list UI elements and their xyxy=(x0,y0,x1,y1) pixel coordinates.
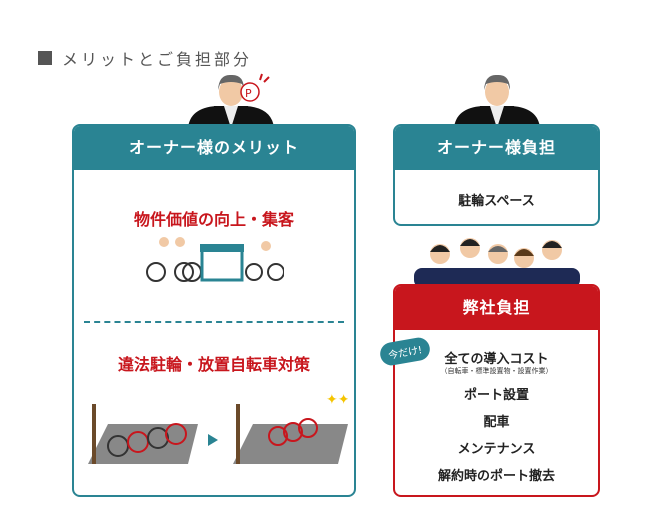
bicycles-shop-illustration xyxy=(146,237,284,282)
burden-item: メンテナンス xyxy=(457,442,536,457)
divider xyxy=(84,321,344,323)
merit-property-value: 物件価値の向上・集客 xyxy=(133,210,294,229)
svg-text:✦✦: ✦✦ xyxy=(326,392,348,408)
owner-avatar-2 xyxy=(454,74,540,128)
burden-item: 配車 xyxy=(483,415,510,430)
owner-avatar xyxy=(188,74,274,128)
staff-group-illustration xyxy=(414,238,580,288)
merit-illegal-parking: 違法駐輪・放置自転車対策 xyxy=(117,355,310,374)
company-burden-panel: 弊社負担 全ての導入コスト （自転車・標準設置物・設置作業） ポート設置 配車 … xyxy=(393,284,600,497)
burden-note: （自転車・標準設置物・設置作業） xyxy=(440,367,553,375)
section-title: メリットとご負担部分 xyxy=(38,46,252,70)
owner-merit-panel: オーナー様のメリット 物件価値の向上・集客 違法駐輪・放置自転車対策 ✦✦ xyxy=(72,124,356,497)
owner-burden-header: オーナー様負担 xyxy=(395,126,598,170)
parking-space-item: 駐輪スペース xyxy=(458,194,535,209)
parking-icon: P xyxy=(240,73,270,102)
owner-burden-panel: オーナー様負担 駐輪スペース xyxy=(393,124,600,226)
svg-text:P: P xyxy=(245,87,252,100)
burden-item: 解約時のポート撤去 xyxy=(437,469,555,484)
parking-before-after-illustration: ✦✦ xyxy=(88,392,348,464)
burden-item: 全ての導入コスト xyxy=(444,352,549,367)
square-bullet-icon xyxy=(38,51,52,65)
burden-item: ポート設置 xyxy=(463,388,529,403)
company-burden-header: 弊社負担 xyxy=(395,286,598,330)
owner-merit-header: オーナー様のメリット xyxy=(74,126,354,170)
